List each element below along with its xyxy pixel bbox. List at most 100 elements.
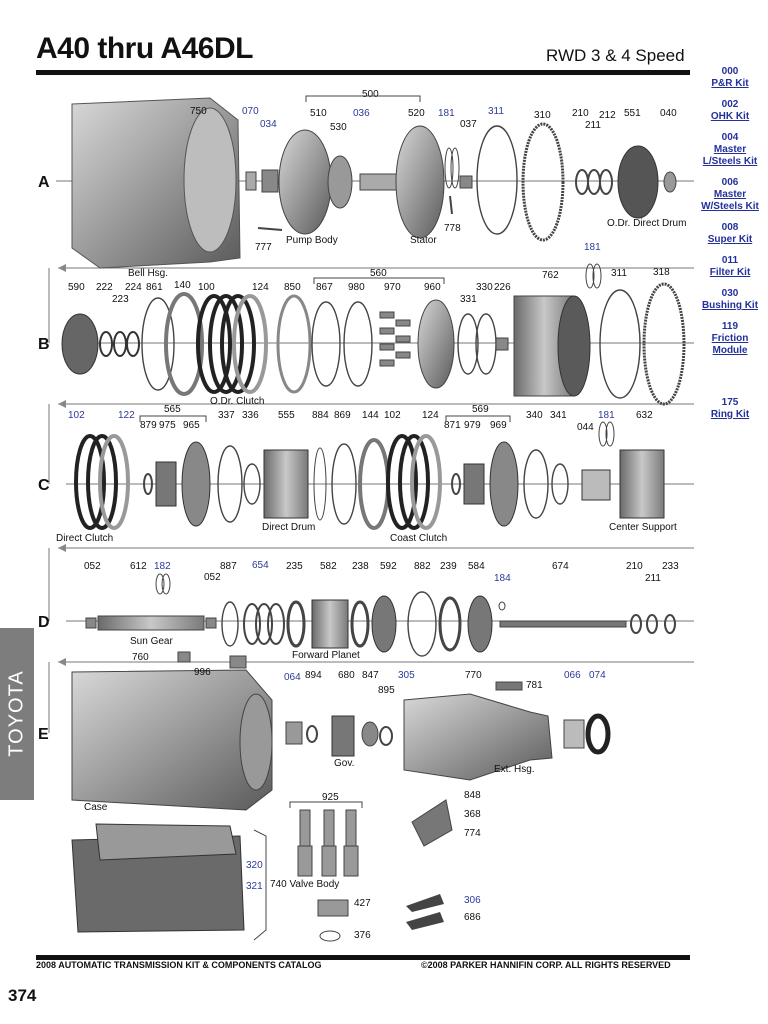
- part-label: 760: [132, 652, 149, 663]
- caption-valve-body: 740 Valve Body: [270, 879, 339, 890]
- page-number: 374: [8, 986, 37, 1005]
- part-label: 122: [118, 410, 135, 421]
- part-label: 239: [440, 561, 457, 572]
- row-e-parts: [71, 651, 611, 942]
- part-label: 184: [494, 573, 511, 584]
- caption-center-support: Center Support: [609, 522, 677, 533]
- part-label: 210: [572, 108, 589, 119]
- part-label: 341: [550, 410, 567, 421]
- part-label: 861: [146, 282, 163, 293]
- part-label: 975: [159, 420, 176, 431]
- part-label: 965: [183, 420, 200, 431]
- part-label: 311: [611, 268, 627, 279]
- part-label: 212: [599, 110, 616, 121]
- part-label: 560: [370, 268, 387, 279]
- part-label: 222: [96, 282, 113, 293]
- part-label: 427: [354, 898, 371, 909]
- part-label: 750: [190, 106, 207, 117]
- part-label: 887: [220, 561, 237, 572]
- part-label: 224: [125, 282, 142, 293]
- part-label: 318: [653, 267, 670, 278]
- part-label: 037: [460, 119, 477, 130]
- part-label: 337: [218, 410, 235, 421]
- part-label: 555: [278, 410, 295, 421]
- part-label: 778: [444, 223, 461, 234]
- row-e-labels: 760 996 064 894 680 847 895 305 770 781 …: [84, 652, 606, 941]
- part-label: 044: [577, 422, 594, 433]
- caption-direct-drum: Direct Drum: [262, 522, 315, 533]
- footer-rule: [36, 955, 690, 960]
- page-title: A40 thru A46DL: [36, 32, 253, 65]
- caption-stator: Stator: [410, 235, 437, 246]
- part-label: 074: [589, 670, 606, 681]
- part-label: 960: [424, 282, 441, 293]
- part-label: 848: [464, 790, 481, 801]
- part-label: 376: [354, 930, 371, 941]
- part-label: 970: [384, 282, 401, 293]
- row-b-labels: 590 222 223 224 861 140 100 124 560 850 …: [68, 242, 670, 407]
- part-label: 052: [84, 561, 101, 572]
- part-label: 124: [252, 282, 269, 293]
- row-a-labels: 750 070 034 500 510 036 530 520 181 037 …: [128, 89, 686, 279]
- transmission-case: [71, 669, 273, 811]
- part-label: 530: [330, 122, 347, 133]
- part-label: 305: [398, 670, 415, 681]
- caption-odr-direct-drum: O.Dr. Direct Drum: [607, 218, 686, 229]
- part-label: 674: [552, 561, 569, 572]
- row-c-labels: 102 122 565 879 975 965 337 336 555 884 …: [56, 404, 677, 544]
- footer-catalog: 2008 AUTOMATIC TRANSMISSION KIT & COMPON…: [36, 960, 322, 970]
- part-label: 894: [305, 670, 322, 681]
- part-label: 064: [284, 672, 301, 683]
- part-label: 306: [464, 895, 481, 906]
- caption-direct-clutch: Direct Clutch: [56, 533, 113, 544]
- part-label: 520: [408, 108, 425, 119]
- part-label: 565: [164, 404, 181, 415]
- row-label-c: C: [38, 477, 50, 494]
- part-label: 211: [645, 573, 661, 584]
- part-label: 226: [494, 282, 511, 293]
- row-label-d: D: [38, 614, 50, 631]
- part-label: 036: [353, 108, 370, 119]
- part-label: 996: [194, 667, 211, 678]
- row-arrows: [58, 264, 66, 666]
- part-label: 884: [312, 410, 329, 421]
- page-subtitle: RWD 3 & 4 Speed: [546, 46, 685, 65]
- row-c-parts: [74, 421, 665, 530]
- extension-housing: [403, 693, 553, 781]
- header-rule: [36, 70, 690, 75]
- part-label: 980: [348, 282, 365, 293]
- part-label: 102: [68, 410, 85, 421]
- part-label: 223: [112, 294, 129, 305]
- part-label: 612: [130, 561, 147, 572]
- row-a-parts: [71, 97, 677, 269]
- part-label: 882: [414, 561, 431, 572]
- part-label: 340: [526, 410, 543, 421]
- part-label: 124: [422, 410, 439, 421]
- footer-copyright: ©2008 PARKER HANNIFIN CORP. ALL RIGHTS R…: [421, 960, 671, 970]
- caption-coast-clutch: Coast Clutch: [390, 533, 447, 544]
- part-label: 102: [384, 410, 401, 421]
- part-label: 770: [465, 670, 482, 681]
- part-label: 871: [444, 420, 461, 431]
- part-label: 181: [438, 108, 455, 119]
- part-label: 762: [542, 270, 559, 281]
- part-label: 774: [464, 828, 481, 839]
- row-label-b: B: [38, 336, 50, 353]
- row-d-parts: [85, 573, 676, 657]
- caption-ext-housing: Ext. Hsg.: [494, 764, 535, 775]
- caption-case: Case: [84, 802, 108, 813]
- brand-side-tab: TOYOTA: [0, 628, 34, 800]
- part-label: 235: [286, 561, 303, 572]
- part-label: 895: [378, 685, 395, 696]
- part-label: 144: [362, 410, 379, 421]
